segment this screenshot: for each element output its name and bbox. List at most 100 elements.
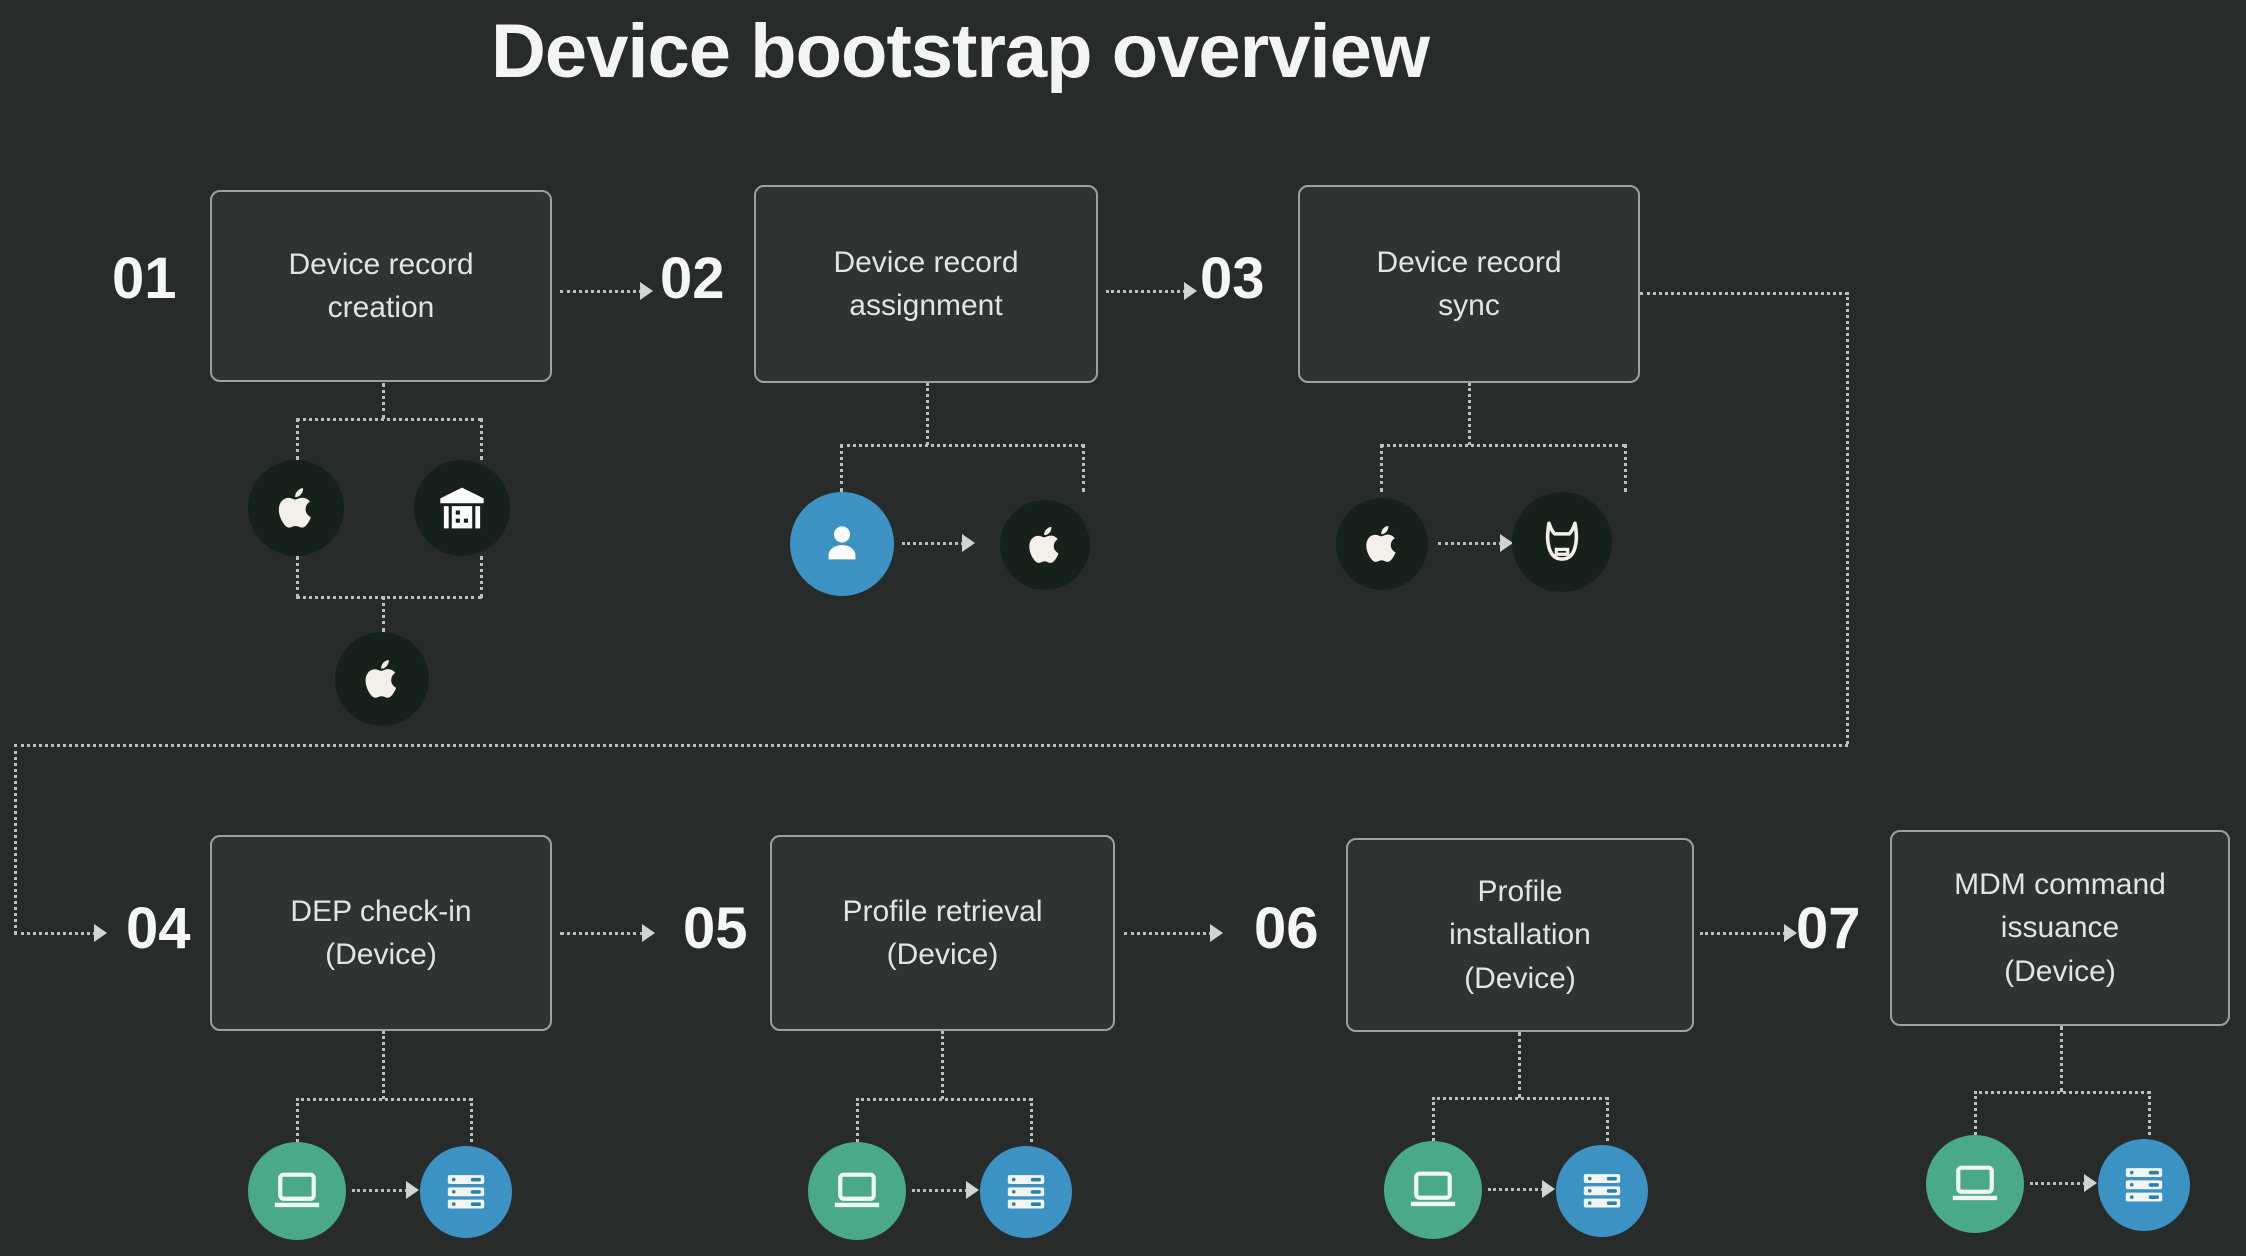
step-box-line: (Device) bbox=[1464, 961, 1576, 995]
connector-into-04 bbox=[14, 932, 96, 935]
laptop-icon bbox=[274, 1172, 320, 1208]
laptop-icon bbox=[1952, 1165, 1998, 1201]
arrow-head-04-to-05 bbox=[642, 924, 655, 942]
connector-05-actors bbox=[912, 1189, 968, 1192]
step-box-mdm-command-issuance[interactable]: MDM command issuance (Device) bbox=[1890, 830, 2230, 1026]
actor-laptop-04[interactable] bbox=[248, 1142, 346, 1240]
arrow-head-04-actors bbox=[406, 1181, 419, 1199]
step-number-07: 07 bbox=[1796, 896, 1861, 961]
bracket-stem-02 bbox=[926, 383, 929, 445]
actor-warehouse-01b[interactable] bbox=[414, 460, 510, 556]
connector-02-to-03 bbox=[1106, 290, 1186, 293]
connector-04-actors bbox=[352, 1189, 408, 1192]
actor-apple-02b[interactable] bbox=[1000, 500, 1090, 590]
bracket-top-02 bbox=[840, 444, 1084, 447]
bracket-stem-01 bbox=[382, 383, 385, 419]
connector-03-actors bbox=[1438, 542, 1502, 545]
apple-icon bbox=[1029, 526, 1059, 563]
server-icon bbox=[2125, 1168, 2163, 1202]
connector-07-actors bbox=[2030, 1182, 2086, 1185]
step-box-dep-check-in[interactable]: DEP check-in (Device) bbox=[210, 835, 552, 1031]
bracket-left-05 bbox=[856, 1098, 859, 1142]
actor-apple-03a[interactable] bbox=[1336, 498, 1428, 590]
dog-head-icon bbox=[1545, 521, 1579, 561]
actor-dog-head-03b[interactable] bbox=[1512, 492, 1612, 592]
actor-server-07[interactable] bbox=[2098, 1139, 2190, 1231]
bracket-bottom-01 bbox=[296, 596, 482, 599]
connector-02-actors bbox=[902, 542, 964, 545]
bracket-right-04 bbox=[470, 1098, 473, 1142]
connector-06-to-07 bbox=[1700, 932, 1786, 935]
laptop-icon bbox=[1410, 1171, 1456, 1207]
step-box-line: Device record bbox=[833, 245, 1019, 279]
step-box-line: (Device) bbox=[886, 938, 999, 971]
server-icon bbox=[1583, 1174, 1621, 1208]
actor-apple-01a[interactable] bbox=[248, 460, 344, 556]
server-icon bbox=[447, 1175, 485, 1209]
bracket-left-07 bbox=[1974, 1091, 1977, 1135]
actor-server-06[interactable] bbox=[1556, 1145, 1648, 1237]
step-box-line: assignment bbox=[849, 289, 1003, 322]
connector-06-actors bbox=[1488, 1188, 1544, 1191]
page-title: Device bootstrap overview bbox=[490, 9, 1430, 94]
arrow-head-into-04 bbox=[94, 924, 107, 942]
bracket-stem-04 bbox=[382, 1031, 385, 1099]
laptop-icon bbox=[834, 1172, 880, 1208]
arrow-head-06-to-07 bbox=[1784, 924, 1797, 942]
bracket-stem-05 bbox=[941, 1031, 944, 1099]
connector-04-to-05 bbox=[560, 932, 644, 935]
connector-03-across bbox=[14, 744, 1848, 747]
step-box-device-record-sync[interactable]: Device record sync bbox=[1298, 185, 1640, 383]
arrow-head-01-to-02 bbox=[640, 282, 653, 300]
step-number-05: 05 bbox=[683, 896, 748, 961]
connector-03-exit-right bbox=[1640, 292, 1848, 295]
bracket-left-02 bbox=[840, 444, 843, 492]
actor-laptop-07[interactable] bbox=[1926, 1135, 2024, 1233]
step-number-04: 04 bbox=[126, 896, 191, 961]
actor-server-05[interactable] bbox=[980, 1146, 1072, 1238]
connector-03-down bbox=[1846, 292, 1849, 744]
bracket-top-06 bbox=[1432, 1097, 1608, 1100]
arrow-head-07-actors bbox=[2084, 1174, 2097, 1192]
warehouse-icon bbox=[440, 487, 484, 529]
bracket-left-04 bbox=[296, 1098, 299, 1142]
step-box-profile-retrieval[interactable]: Profile retrieval (Device) bbox=[770, 835, 1115, 1031]
connector-05-to-06 bbox=[1124, 932, 1212, 935]
actor-apple-01c[interactable] bbox=[335, 632, 429, 726]
bracket-left-06 bbox=[1432, 1097, 1435, 1141]
step-box-device-record-creation[interactable]: Device record creation bbox=[210, 190, 552, 382]
arrow-head-02-actors bbox=[962, 534, 975, 552]
step-box-line: Device record bbox=[1376, 245, 1562, 279]
actor-laptop-05[interactable] bbox=[808, 1142, 906, 1240]
step-box-line: MDM command bbox=[1954, 867, 2166, 901]
step-box-device-record-assignment[interactable]: Device record assignment bbox=[754, 185, 1098, 383]
arrow-head-02-to-03 bbox=[1184, 282, 1197, 300]
bracket-stem-lower-01 bbox=[382, 596, 385, 632]
apple-icon bbox=[365, 659, 397, 698]
bracket-top-05 bbox=[856, 1098, 1032, 1101]
step-box-line: installation bbox=[1449, 918, 1591, 952]
connector-04-down bbox=[14, 744, 17, 934]
actor-server-04[interactable] bbox=[420, 1146, 512, 1238]
actor-user-02a[interactable] bbox=[790, 492, 894, 596]
step-box-line: issuance bbox=[2000, 911, 2120, 945]
bracket-right-03 bbox=[1624, 444, 1627, 492]
step-box-profile-installation[interactable]: Profile installation (Device) bbox=[1346, 838, 1694, 1032]
step-box-line: Profile retrieval bbox=[842, 894, 1043, 928]
step-number-06: 06 bbox=[1254, 896, 1319, 961]
bracket-stem-07 bbox=[2060, 1026, 2063, 1092]
step-number-02: 02 bbox=[660, 246, 725, 311]
step-number-03: 03 bbox=[1200, 246, 1265, 311]
arrow-head-06-actors bbox=[1542, 1180, 1555, 1198]
step-box-line: DEP check-in bbox=[290, 894, 472, 928]
bracket-top-07 bbox=[1974, 1091, 2150, 1094]
bracket-top-04 bbox=[296, 1098, 472, 1101]
actor-laptop-06[interactable] bbox=[1384, 1141, 1482, 1239]
bracket-top-01 bbox=[296, 418, 482, 421]
step-box-line: Profile bbox=[1477, 874, 1563, 908]
bracket-left-03 bbox=[1380, 444, 1383, 492]
user-icon bbox=[828, 526, 856, 560]
arrow-head-03-actors bbox=[1500, 534, 1513, 552]
bracket-top-03 bbox=[1380, 444, 1626, 447]
